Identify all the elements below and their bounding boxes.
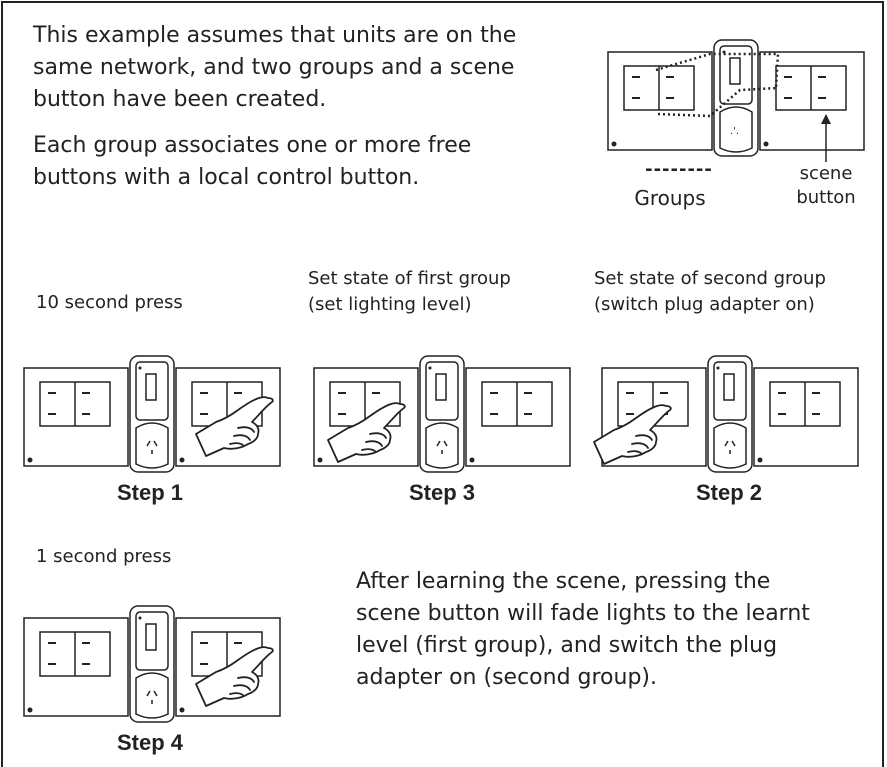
conclusion-line-2: scene button will fade lights to the lea… xyxy=(356,601,810,626)
caption-1-second-press: 1 second press xyxy=(36,546,172,567)
step2-diagram xyxy=(593,355,859,473)
diagram-step2-right-plate xyxy=(753,367,859,467)
plug-adapter xyxy=(707,355,753,473)
caption-10-second-press: 10 second press xyxy=(36,292,183,313)
conclusion-paragraph: After learning the scene, pressing the s… xyxy=(356,566,826,694)
caption-second-group-line1: Set state of second group xyxy=(594,268,826,289)
groups-line-2: buttons with a local control button. xyxy=(33,165,420,190)
overview-plug-adapter xyxy=(713,39,759,157)
pointing-hand-icon xyxy=(327,402,406,463)
step4-label: Step 4 xyxy=(117,730,184,755)
step2-label: Step 2 xyxy=(696,480,763,505)
overview-left-plate xyxy=(607,51,713,151)
caption-first-group-line1: Set state of first group xyxy=(308,268,511,289)
intro-line-3: button have been created. xyxy=(33,87,327,112)
groups-paragraph: Each group associates one or more free b… xyxy=(33,130,587,194)
step1-label: Step 1 xyxy=(117,480,184,505)
svg-text:.'.: .'. xyxy=(730,126,739,137)
legend-dashes: -------- xyxy=(645,159,713,180)
caption-first-group-line2: (set lighting level) xyxy=(308,294,472,315)
pointing-hand-icon xyxy=(195,396,274,457)
pointing-hand-icon xyxy=(593,404,672,465)
legend-groups: Groups xyxy=(634,186,706,210)
groups-line-1: Each group associates one or more free xyxy=(33,133,472,158)
step3-label: Step 3 xyxy=(409,480,476,505)
conclusion-line-4: adapter on (second group). xyxy=(356,665,657,690)
step3-diagram xyxy=(313,355,571,473)
pointing-hand-icon xyxy=(195,646,274,707)
plug-adapter xyxy=(129,355,175,473)
diagram-step3-right-plate xyxy=(465,367,571,467)
conclusion-line-3: level (first group), and switch the plug xyxy=(356,633,778,658)
legend-scene-line1: scene xyxy=(799,163,853,184)
conclusion-line-1: After learning the scene, pressing the xyxy=(356,569,771,594)
caption-second-group-line2: (switch plug adapter on) xyxy=(594,294,815,315)
plug-adapter xyxy=(419,355,465,473)
intro-line-2: same network, and two groups and a scene xyxy=(33,55,515,80)
intro-paragraph: This example assumes that units are on t… xyxy=(33,20,587,116)
step4-diagram xyxy=(23,605,281,723)
overview-diagram: .'. xyxy=(607,39,865,162)
step1-diagram xyxy=(23,355,281,473)
diagram-step4-left-plate xyxy=(23,617,129,717)
overview-right-plate xyxy=(759,51,865,151)
legend-scene-line2: button xyxy=(796,187,856,208)
intro-line-1: This example assumes that units are on t… xyxy=(33,23,517,48)
plug-adapter xyxy=(129,605,175,723)
diagram-step1-left-plate xyxy=(23,367,129,467)
